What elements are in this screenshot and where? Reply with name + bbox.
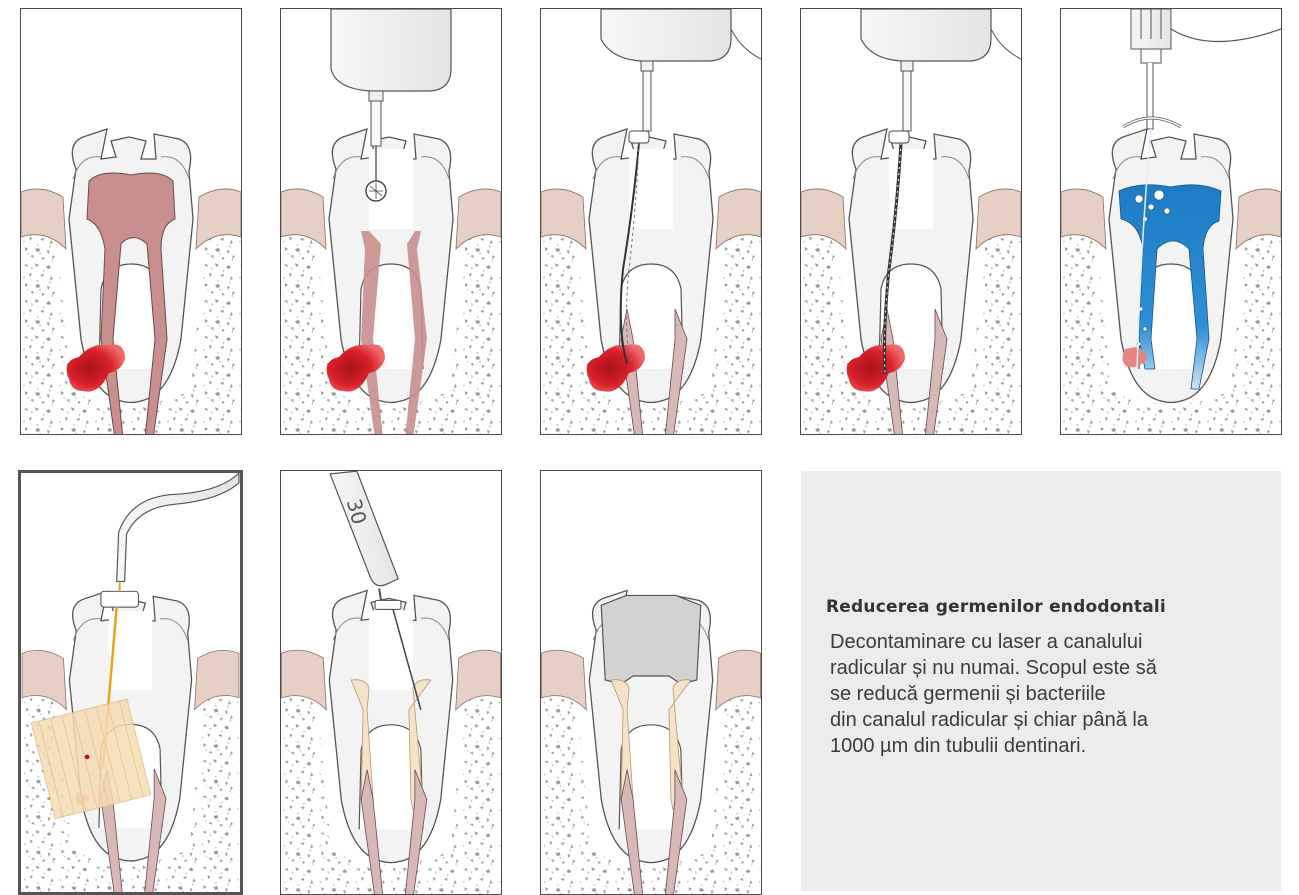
info-line: Decontaminare cu laser a canalului	[830, 631, 1142, 654]
step-5-irrigation-panel	[1060, 8, 1282, 435]
step-3-file-insertion-panel	[540, 8, 762, 435]
step-6-laser-decontamination-panel	[18, 470, 243, 895]
info-line: 1000 µm din tubulii dentinari.	[830, 735, 1086, 758]
info-panel: Reducerea germenilor endodontali Deconta…	[801, 471, 1281, 891]
step-1-infected-tooth-panel	[20, 8, 242, 435]
step-4-canal-shaping-panel	[800, 8, 1022, 435]
step-8-restoration-panel	[540, 470, 762, 895]
info-line: radicular și nu numai. Scopul este să	[830, 657, 1157, 680]
info-line: se reducă germenii și bacteriile	[830, 683, 1106, 706]
step-2-access-opening-panel	[280, 8, 502, 435]
info-line: din canalul radicular și chiar până la	[830, 709, 1148, 732]
info-title: Reducerea germenilor endodontali	[826, 597, 1166, 617]
step-7-obturation-panel: 30	[280, 470, 502, 895]
